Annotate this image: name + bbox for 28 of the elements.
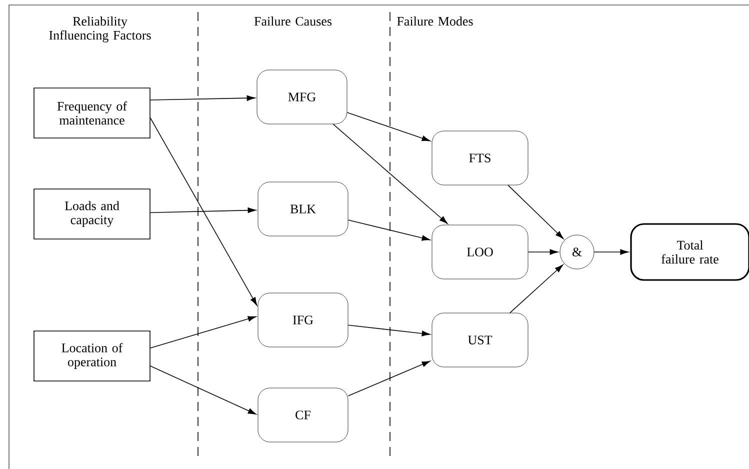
arrow [508, 184, 564, 240]
factor-box: Location of operation [34, 330, 150, 382]
arrow [348, 220, 430, 241]
cause-box: IFG [258, 292, 348, 348]
arrow [150, 118, 258, 306]
mode-box: UST [432, 312, 528, 368]
column-heading: Failure Causes [254, 16, 332, 26]
cause-box: CF [258, 388, 348, 442]
factor-box: Frequency of maintenance [34, 88, 150, 138]
mode-box: FTS [432, 130, 528, 186]
column-heading: Reliability Influencing Factors [49, 16, 151, 42]
arrow [150, 366, 256, 415]
column-heading: Failure Modes [397, 16, 473, 26]
arrow [348, 324, 430, 336]
arrow [510, 264, 564, 314]
cause-box: MFG [256, 70, 348, 124]
arrow [346, 112, 430, 142]
factor-box: Loads and capacity [34, 188, 150, 240]
arrow [150, 208, 256, 214]
arrow [528, 249, 558, 255]
arrow [594, 249, 629, 255]
result-box: Total failure rate [630, 223, 749, 281]
arrow [348, 360, 430, 396]
arrow [332, 124, 448, 224]
arrow [150, 95, 256, 101]
cause-box: BLK [258, 182, 348, 236]
arrow [150, 316, 256, 348]
mode-box: LOO [432, 224, 528, 280]
